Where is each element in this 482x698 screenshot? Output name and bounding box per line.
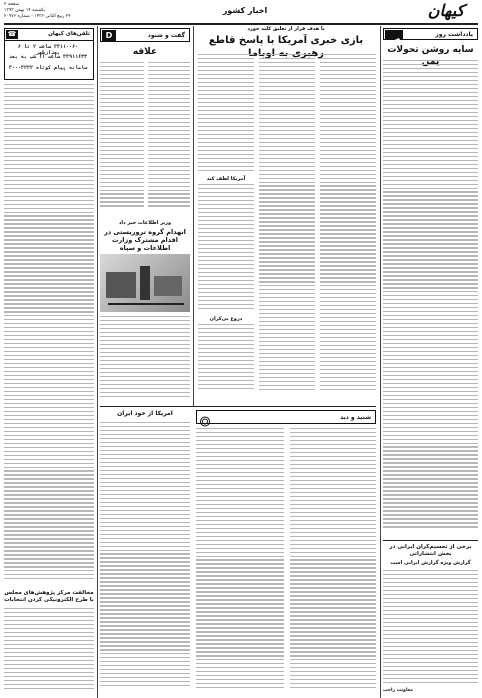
masthead: کیهان اخبار کشور صفحه ۲ یکشنبه ۱۴ بهمن ۱… <box>0 0 482 22</box>
main-body-col1 <box>320 54 376 394</box>
page-label: صفحه ۲ <box>4 2 20 7</box>
pen-icon <box>385 30 403 44</box>
phone-line-2: ۳۳۹۱۱۶۴۴ ساعت ۱۱ شب به بعد <box>8 54 88 60</box>
masthead-rule <box>4 23 478 25</box>
section-rule <box>100 406 376 407</box>
main-subhead-2: دروغ بی‌کران <box>209 316 243 322</box>
phones-box: ☎ تلفن‌های کیهان ۳۳۱۱۰۰۶۰ ساعت ۲ تا ۶ بع… <box>4 28 94 80</box>
main-story: با هدف فرار از تعلیق کلید خورد بازی خبری… <box>196 26 376 396</box>
side-body-a <box>148 62 190 212</box>
bottom-left-headline: مخالفت مرکز پژوهش‌های مجلس با طرح الکترو… <box>4 590 94 603</box>
date-line: یکشنبه ۱۴ بهمن ۱۳۹۳ <box>4 8 46 13</box>
editorial-box-header: یادداشت روز <box>383 28 478 44</box>
side-title: علاقه <box>132 47 158 57</box>
side-box-header: D گفت و شنود <box>100 28 190 42</box>
photo-headline: انهدام گروه تروریستی در اقدام مشترک وزار… <box>104 228 186 252</box>
shenid-box: شنید و دید <box>196 410 376 427</box>
phones-box-header: ☎ تلفن‌های کیهان <box>5 29 93 41</box>
main-subhead-1: آمریکا لطف کند <box>206 176 246 182</box>
letters-body <box>4 84 94 584</box>
editorial-title: سایه روشن تحولات یمن <box>387 45 474 67</box>
main-body-col2 <box>259 54 315 394</box>
side-column: D گفت و شنود علاقه <box>100 26 190 256</box>
shenid-body-b <box>196 428 284 694</box>
bottom-right-subhead: گزارش ویژه گزارش ایرانی است <box>390 560 471 566</box>
main-body-col3b <box>198 184 254 314</box>
bottom-left-body <box>4 608 94 694</box>
photo-kicker: وزیر اطلاعات خبر داد <box>118 220 172 226</box>
editorial-body <box>383 60 478 532</box>
sms-line: سامانه پیام کوتاه ۳۰۰۰۳۲۳۲ <box>8 65 88 71</box>
shenid-body-a <box>290 428 376 694</box>
side-body-b <box>100 62 144 212</box>
bottom-left-story-title: آمریکا از خود ایران <box>117 410 173 417</box>
editorial-column: یادداشت روز سایه روشن تحولات یمن <box>383 26 478 536</box>
main-kicker: با هدف فرار از تعلیق کلید خورد <box>247 26 325 32</box>
bottom-right-body <box>383 570 478 686</box>
bottom-right-headline: برخی از تحسیم‌گران ایرانی در بخش انتشارا… <box>389 544 472 557</box>
column-rule <box>380 26 381 698</box>
phone-line-1: ۳۳۱۱۰۰۶۰ ساعت ۲ تا ۶ بعدازظهر <box>17 44 79 56</box>
main-body-col3 <box>198 54 254 174</box>
column-rule <box>97 26 98 698</box>
issue-line: ۲۴ ربیع الثانی ۱۴۳۶ - شماره ۲۰۹۷۶ <box>4 14 71 19</box>
main-body-col3c <box>198 324 254 392</box>
seized-weapons-photo <box>100 254 190 312</box>
section-title: اخبار کشور <box>222 6 268 15</box>
section-rule <box>383 540 478 541</box>
spiral-icon <box>199 412 211 427</box>
photo-story-body <box>100 316 190 402</box>
signature: معاونت راجب <box>383 688 413 693</box>
phone-icon: ☎ <box>6 30 18 39</box>
main-headline: بازی خبری آمریکا با پاسخ قاطع رهبری به ا… <box>208 35 364 59</box>
photo-story: وزیر اطلاعات خبر داد انهدام گروه تروریست… <box>100 190 190 405</box>
newspaper-logo: کیهان <box>427 1 465 20</box>
logo-icon: D <box>102 30 116 41</box>
column-rule <box>193 26 194 406</box>
bottom-left-story-body <box>100 422 190 694</box>
